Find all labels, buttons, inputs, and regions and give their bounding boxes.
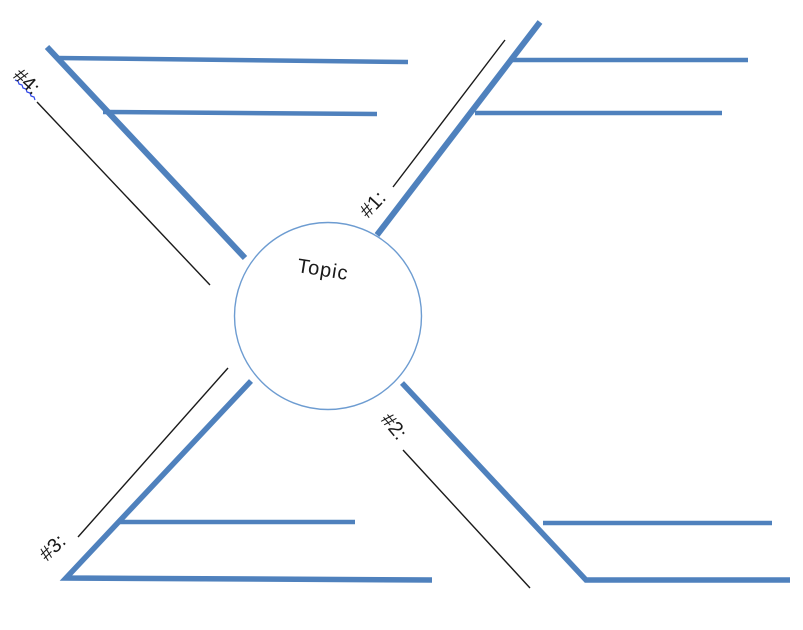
spellcheck-squiggle	[14, 79, 36, 101]
branch-4-label: #4:	[9, 64, 44, 99]
branch-bottom-left: #3:	[35, 367, 433, 583]
branch-bottom-right: #2:	[376, 381, 790, 589]
branch-1-pointer-line	[392, 39, 506, 188]
branch-2-pointer-line	[402, 449, 531, 589]
branch-4-writing-line-2	[102, 109, 378, 117]
branch-3-label: #3:	[35, 530, 70, 565]
branch-4-diagonal-line	[44, 44, 248, 261]
branch-2-label: #2:	[376, 409, 411, 444]
branch-1-label: #1:	[356, 187, 391, 222]
branch-4-writing-line-1	[56, 55, 409, 65]
topic-circle	[233, 221, 423, 411]
branch-1-diagonal-line	[374, 20, 543, 237]
branch-4-pointer-line	[36, 101, 211, 286]
branch-2-diagonal-and-base-line	[399, 381, 790, 583]
branch-3-diagonal-and-base-line	[59, 379, 433, 583]
branch-3-pointer-line	[77, 367, 229, 538]
branch-top-right: #1:	[356, 20, 748, 237]
